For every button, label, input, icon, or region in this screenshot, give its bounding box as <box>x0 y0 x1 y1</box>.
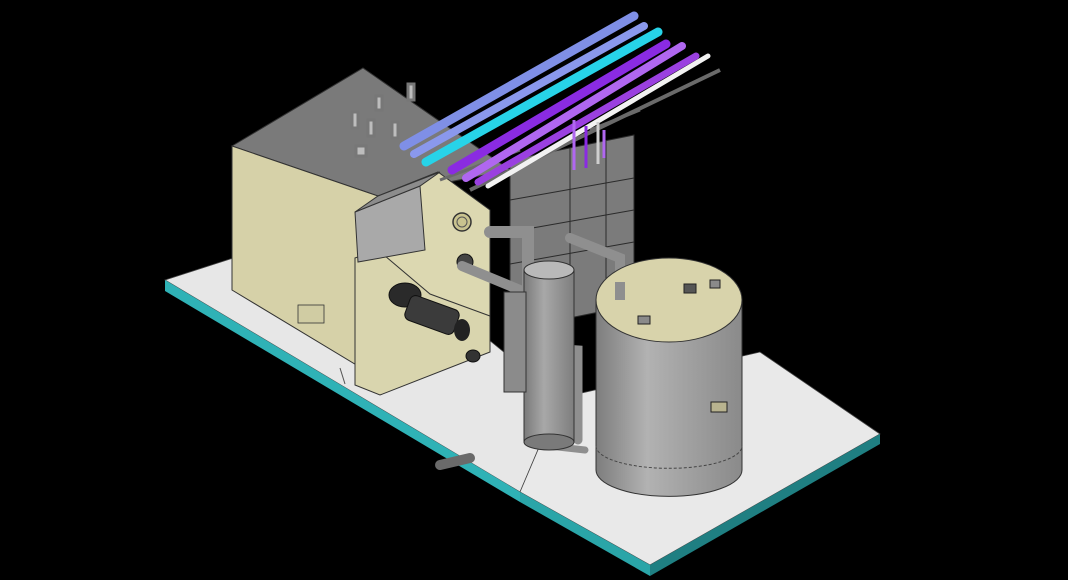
skid-seam <box>339 367 346 385</box>
pipe-white <box>485 53 711 189</box>
drain-pipe <box>435 453 475 470</box>
vessel-bottom <box>523 433 575 451</box>
inspection-port <box>452 212 472 232</box>
vent-fitting <box>406 82 416 102</box>
skid-edge-left <box>165 280 520 502</box>
enclosure-foot <box>297 304 325 324</box>
vessel-second-body <box>503 291 527 393</box>
vent-fitting <box>366 118 376 138</box>
process-pipes <box>399 11 711 189</box>
inspection-port-ring <box>456 216 468 228</box>
tank-nozzle <box>637 315 651 325</box>
vent-fitting <box>390 120 400 140</box>
skid-edge-front <box>520 492 650 576</box>
pipe-drops <box>572 120 606 170</box>
tank-side-hatch <box>710 401 728 413</box>
tank-weld-seam <box>595 445 743 469</box>
vent-fitting <box>374 94 384 112</box>
skid-edge-right <box>650 434 880 576</box>
motor-end <box>454 319 470 341</box>
pipe-violet-2 <box>474 52 700 186</box>
pipe-cyan <box>421 27 663 167</box>
vent-fitting <box>354 144 368 158</box>
control-box-top <box>354 171 441 213</box>
pipe-violet <box>462 42 686 182</box>
vessel-body <box>523 269 575 443</box>
tank-shell <box>595 299 743 497</box>
pipe-periwinkle <box>399 11 639 151</box>
vertical-vessel <box>503 260 575 451</box>
tank-manhole <box>683 283 697 294</box>
tank-nozzle <box>709 279 721 289</box>
pipe-run <box>457 261 525 295</box>
storage-tank <box>595 257 743 497</box>
roof-fittings <box>350 82 416 158</box>
pump-inlet <box>465 349 481 363</box>
pipe-periwinkle-2 <box>410 22 648 158</box>
pipe-purple <box>447 39 671 175</box>
vessel-top <box>523 260 575 280</box>
vent-fitting <box>350 110 360 130</box>
tank-roof <box>595 257 743 343</box>
frame-rail <box>509 177 635 201</box>
